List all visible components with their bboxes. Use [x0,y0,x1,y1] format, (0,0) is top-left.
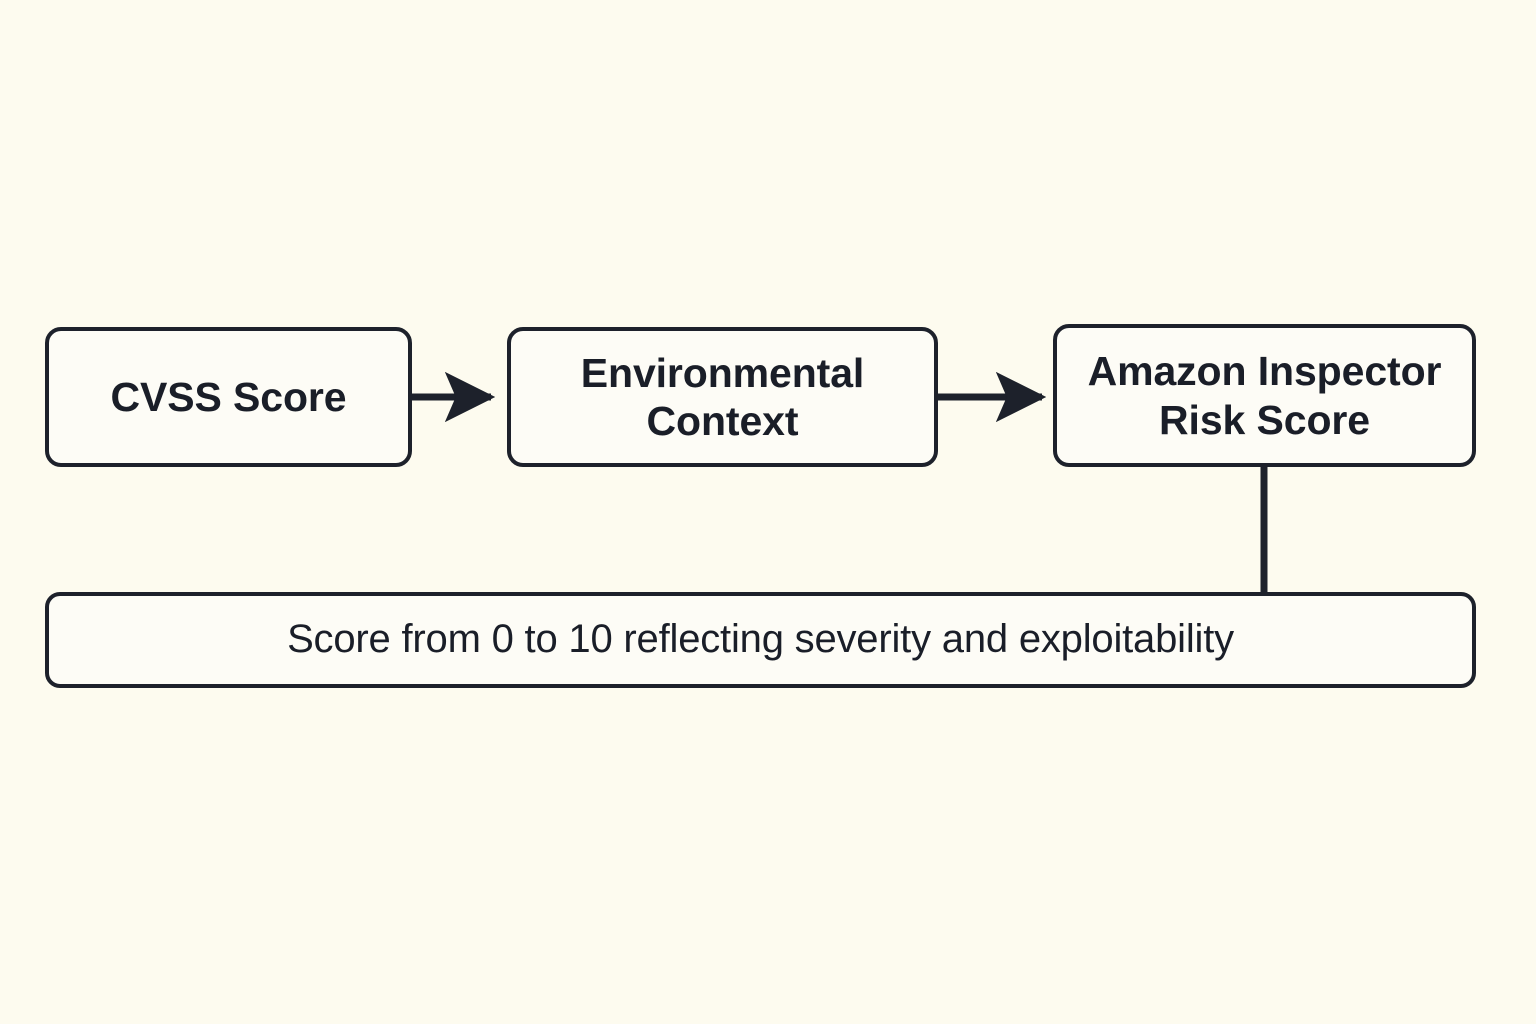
node-score-description[interactable]: Score from 0 to 10 reflecting severity a… [45,592,1476,688]
node-cvss-score[interactable]: CVSS Score [45,327,412,467]
node-environmental-context-label: Environmental Context [580,349,865,444]
node-cvss-score-label: CVSS Score [110,373,347,420]
node-score-description-label: Score from 0 to 10 reflecting severity a… [287,617,1234,662]
node-amazon-inspector-risk-score[interactable]: Amazon Inspector Risk Score [1053,324,1476,467]
node-environmental-context[interactable]: Environmental Context [507,327,938,467]
node-amazon-inspector-risk-score-label: Amazon Inspector Risk Score [1087,348,1442,443]
